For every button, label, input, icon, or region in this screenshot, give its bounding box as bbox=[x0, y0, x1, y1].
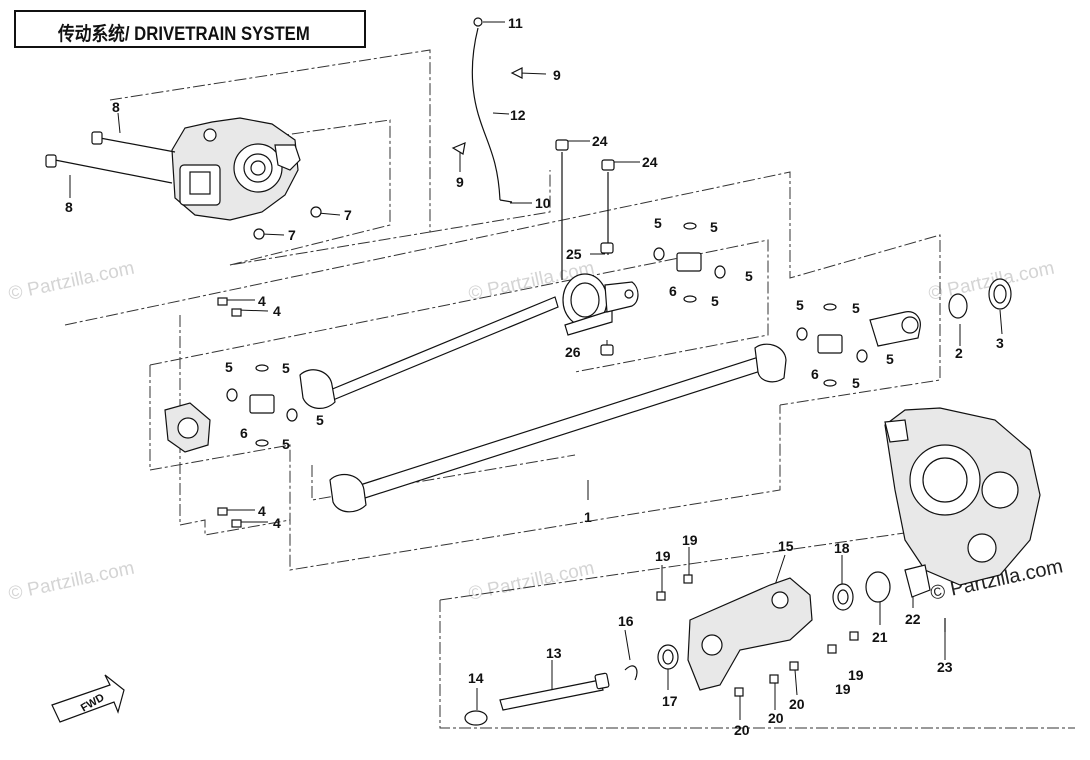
callout-label: 23 bbox=[937, 659, 953, 675]
callout-label: 2 bbox=[955, 345, 963, 361]
callout-label: 20 bbox=[768, 710, 784, 726]
callout-label: 10 bbox=[535, 195, 551, 211]
callout-label: 4 bbox=[258, 293, 266, 309]
callout-label: 5 bbox=[225, 359, 233, 375]
callout-label: 14 bbox=[468, 670, 484, 686]
callout-label: 24 bbox=[592, 133, 608, 149]
assembly-outlines bbox=[64, 49, 1075, 729]
callout-label: 4 bbox=[258, 503, 266, 519]
callout-label: 25 bbox=[566, 246, 582, 262]
callout-label: 22 bbox=[905, 611, 921, 627]
callout-label: 7 bbox=[288, 227, 296, 243]
callout-label: 8 bbox=[65, 199, 73, 215]
callout-label: 4 bbox=[273, 303, 281, 319]
callout-label: 19 bbox=[682, 532, 698, 548]
vent-hose bbox=[451, 17, 523, 203]
callout-label: 20 bbox=[789, 696, 805, 712]
rear-differential bbox=[171, 117, 301, 221]
bolt-housing bbox=[656, 574, 946, 697]
flange-yoke bbox=[164, 402, 211, 453]
callout-label: 5 bbox=[710, 219, 718, 235]
callout-label: 12 bbox=[510, 107, 526, 123]
callout-label: 5 bbox=[282, 360, 290, 376]
callout-label: 16 bbox=[618, 613, 634, 629]
callout-label: 1 bbox=[584, 509, 592, 525]
callout-label: 4 bbox=[273, 515, 281, 531]
bolt-long bbox=[45, 131, 176, 184]
callout-label: 13 bbox=[546, 645, 562, 661]
callout-label: 5 bbox=[796, 297, 804, 313]
callout-label: 5 bbox=[711, 293, 719, 309]
callout-label: 5 bbox=[886, 351, 894, 367]
watermark: © Partzilla.com bbox=[7, 258, 137, 305]
callout-label: 11 bbox=[508, 15, 523, 31]
bolt-short bbox=[217, 297, 242, 528]
callout-label: 5 bbox=[654, 215, 662, 231]
callout-label: 15 bbox=[778, 538, 794, 554]
transmission bbox=[884, 407, 1041, 586]
callout-label: 6 bbox=[240, 425, 248, 441]
callout-label: 6 bbox=[669, 283, 677, 299]
callout-label: 20 bbox=[734, 722, 750, 738]
callout-labels: 1 2 3 4 4 4 4 5 5 5 5 5 5 5 5 5 5 5 5 6 … bbox=[65, 15, 1004, 738]
callout-label: 6 bbox=[811, 366, 819, 382]
callout-label: 21 bbox=[872, 629, 888, 645]
callout-label: 18 bbox=[834, 540, 850, 556]
page-title: 传动系统/ DRIVETRAIN SYSTEM bbox=[58, 24, 310, 45]
seals-bearings bbox=[624, 564, 931, 681]
callout-label: 7 bbox=[344, 207, 352, 223]
snap-ring bbox=[226, 222, 868, 447]
callout-label: 5 bbox=[852, 300, 860, 316]
callout-label: 19 bbox=[655, 548, 671, 564]
callout-label: 9 bbox=[553, 67, 561, 83]
callout-label: 24 bbox=[642, 154, 658, 170]
leader-lines bbox=[69, 21, 1003, 720]
watermark: © Partzilla.com bbox=[467, 558, 597, 605]
callout-label: 9 bbox=[456, 174, 464, 190]
callout-label: 5 bbox=[852, 375, 860, 391]
output-housing bbox=[687, 577, 813, 691]
rear-propeller-shaft bbox=[299, 273, 639, 409]
callout-label: 3 bbox=[996, 335, 1004, 351]
watermark: © Partzilla.com bbox=[7, 558, 137, 605]
direction-arrow: FWD bbox=[51, 674, 125, 723]
callout-label: 26 bbox=[565, 344, 581, 360]
callout-label: 5 bbox=[282, 436, 290, 452]
nut bbox=[253, 206, 322, 240]
bolt-bracket bbox=[555, 139, 615, 356]
callout-label: 19 bbox=[848, 667, 864, 683]
output-shaft bbox=[464, 672, 610, 726]
callout-label: 8 bbox=[112, 99, 120, 115]
universal-joint bbox=[249, 252, 843, 414]
front-propeller-shaft bbox=[329, 343, 787, 513]
yoke-coupler bbox=[869, 278, 1012, 347]
callout-label: 17 bbox=[662, 693, 678, 709]
title-box: 传动系统/ DRIVETRAIN SYSTEM bbox=[14, 10, 366, 48]
callout-label: 5 bbox=[745, 268, 753, 284]
callout-label: 5 bbox=[316, 412, 324, 428]
callout-label: 19 bbox=[835, 681, 851, 697]
